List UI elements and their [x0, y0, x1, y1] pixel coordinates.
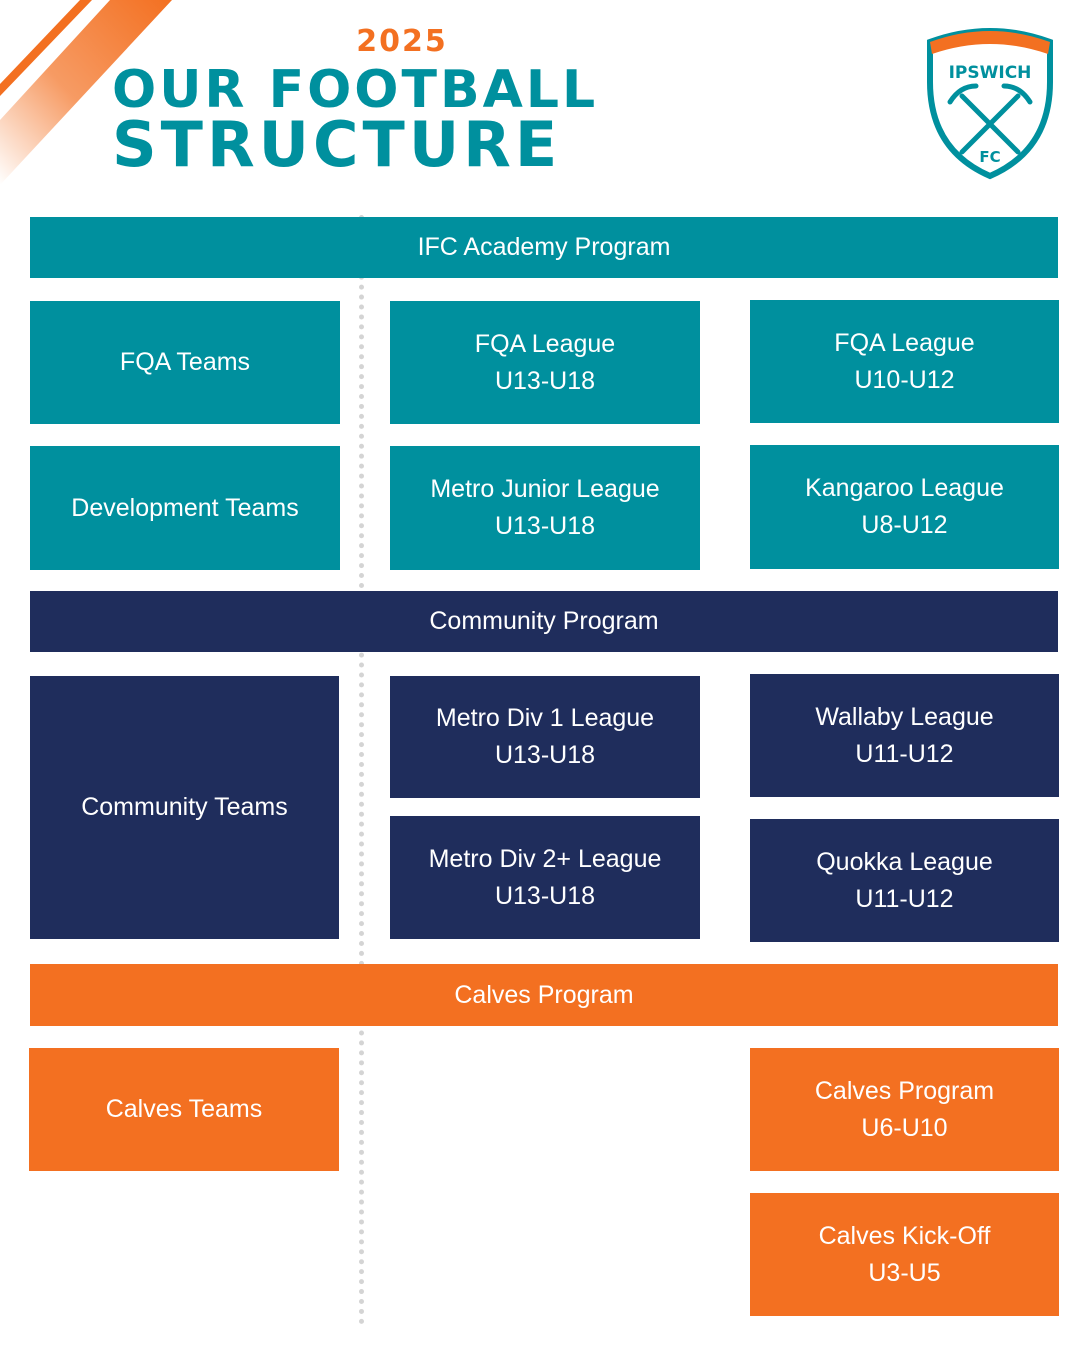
year-label: 2025	[356, 24, 448, 59]
league-box: Metro Junior League U13-U18	[390, 446, 700, 570]
academy-team-label: Development Teams	[71, 493, 299, 522]
league-ages: U13-U18	[494, 366, 596, 395]
academy-program-title: IFC Academy Program	[417, 233, 671, 261]
league-ages: U13-U18	[494, 741, 596, 769]
league-box: Quokka League U11-U12	[750, 819, 1059, 942]
academy-program-bar: IFC Academy Program	[30, 217, 1058, 278]
page-title-line-2: STRUCTURE	[112, 108, 562, 181]
league-ages: U11-U12	[855, 739, 954, 768]
crossed-pickaxes-icon	[947, 83, 1033, 155]
calves-program-bar: Calves Program	[30, 964, 1058, 1026]
league-box: Wallaby League U11-U12	[750, 674, 1059, 797]
logo-bottom-text: FC	[979, 148, 1000, 166]
league-name: Metro Div 1 League	[435, 704, 655, 732]
league-name: Wallaby League	[815, 702, 994, 731]
league-ages: U10-U12	[854, 365, 955, 394]
corner-stripes-decoration	[0, 0, 172, 185]
league-name: Metro Div 2+ League	[428, 844, 662, 873]
league-name: FQA League	[834, 328, 975, 357]
league-box: Metro Div 1 League U13-U18	[390, 676, 700, 798]
league-box: Calves Kick-Off U3-U5	[750, 1193, 1059, 1316]
logo-top-text: IPSWICH	[949, 63, 1032, 83]
academy-team-label: FQA Teams	[119, 348, 251, 376]
calves-program-title: Calves Program	[454, 980, 634, 1009]
league-name: Calves Kick-Off	[818, 1221, 991, 1250]
community-team-box: Community Teams	[30, 676, 339, 939]
league-name: Calves Program	[814, 1076, 995, 1105]
academy-team-box: FQA Teams	[30, 301, 340, 424]
community-team-label: Community Teams	[81, 793, 288, 821]
club-crest-logo: IPSWICH FC	[927, 28, 1053, 180]
community-program-bar: Community Program	[30, 591, 1058, 652]
league-ages: U8-U12	[861, 511, 948, 539]
league-ages: U11-U12	[855, 884, 954, 913]
league-name: Metro Junior League	[430, 475, 660, 503]
league-box: FQA League U10-U12	[750, 300, 1059, 423]
community-program-title: Community Program	[429, 607, 659, 635]
league-name: Quokka League	[816, 847, 993, 876]
calves-team-box: Calves Teams	[29, 1048, 339, 1171]
league-ages: U13-U18	[494, 881, 596, 910]
league-name: Kangaroo League	[805, 474, 1004, 502]
league-name: FQA League	[474, 329, 616, 358]
league-ages: U3-U5	[868, 1258, 941, 1287]
academy-team-box: Development Teams	[30, 446, 340, 570]
page-title-line-1: OUR FOOTBALL	[112, 60, 599, 120]
league-box: FQA League U13-U18	[390, 301, 700, 424]
league-ages: U13-U18	[494, 512, 596, 540]
league-box: Calves Program U6-U10	[750, 1048, 1059, 1171]
calves-team-label: Calves Teams	[105, 1095, 263, 1123]
league-ages: U6-U10	[861, 1113, 948, 1142]
league-box: Kangaroo League U8-U12	[750, 445, 1059, 569]
column-divider	[359, 215, 364, 1325]
league-box: Metro Div 2+ League U13-U18	[390, 816, 700, 939]
